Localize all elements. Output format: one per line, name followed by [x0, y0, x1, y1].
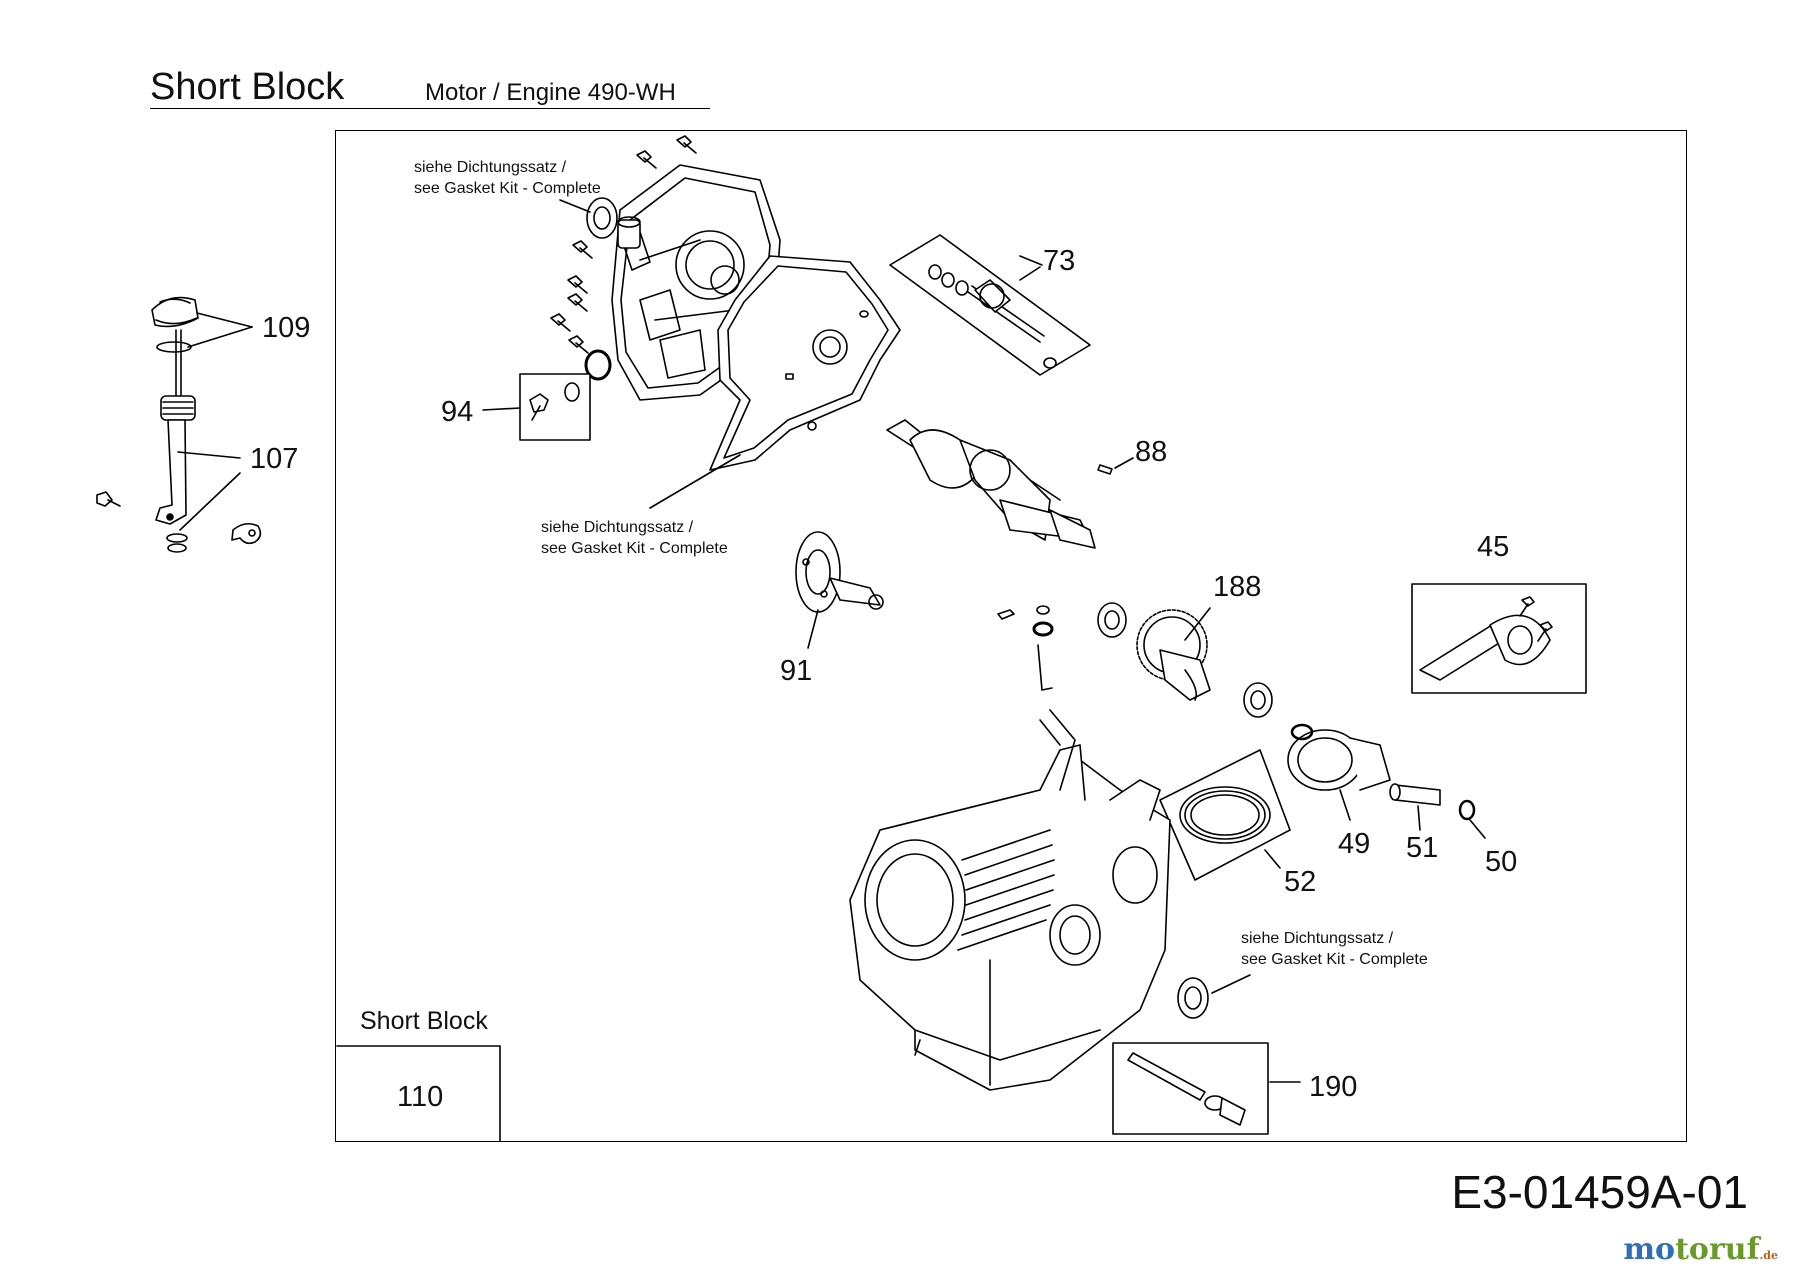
- short-block-number: 110: [397, 1081, 444, 1113]
- leader-line: [1184, 607, 1211, 641]
- governor-assembly[interactable]: [795, 531, 884, 613]
- crankcase-block[interactable]: [849, 709, 1171, 1091]
- gasket-note-line1: siehe Dichtungssatz /: [1241, 930, 1394, 947]
- woodruff-key-icon: [1097, 464, 1113, 475]
- short-block-label: Short Block: [360, 1007, 488, 1035]
- balancer-assembly[interactable]: [1097, 602, 1273, 718]
- leader-line: [1019, 266, 1041, 281]
- o-ring-icon: [584, 349, 612, 381]
- gasket-note-bottom: siehe Dichtungssatz / see Gasket Kit - C…: [1241, 928, 1428, 970]
- callout-190: 190: [1309, 1071, 1358, 1103]
- part-box-190[interactable]: [1112, 1042, 1269, 1135]
- gasket-note-line2: see Gasket Kit - Complete: [414, 180, 601, 197]
- leader-line: [1469, 819, 1486, 839]
- title-underline: [150, 108, 710, 109]
- drawing-code: E3-01459A-01: [1451, 1166, 1748, 1218]
- callout-107: 107: [250, 443, 299, 475]
- leader-line: [482, 407, 521, 411]
- leader-line: [1264, 849, 1281, 869]
- leader-line: [559, 199, 591, 213]
- engine-subtitle: Motor / Engine 490-WH: [425, 79, 676, 106]
- callout-50: 50: [1485, 846, 1518, 878]
- callout-49: 49: [1338, 828, 1371, 860]
- leader-line: [177, 451, 241, 459]
- diagram-frame: [335, 130, 1687, 1142]
- leader-line: [649, 454, 741, 509]
- watermark-logo: motoruf.de: [1623, 1232, 1778, 1267]
- leader-line: [1114, 457, 1134, 469]
- crankshaft[interactable]: [886, 419, 1096, 549]
- oil-seal-icon: [1177, 977, 1209, 1019]
- oil-seal-icon: [586, 197, 618, 239]
- callout-188: 188: [1213, 571, 1262, 603]
- gasket-note-middle: siehe Dichtungssatz / see Gasket Kit - C…: [541, 517, 728, 559]
- bolt-set: [550, 135, 697, 354]
- leader-line: [196, 312, 253, 328]
- gasket-note-top: siehe Dichtungssatz / see Gasket Kit - C…: [414, 157, 601, 199]
- watermark-part-c: .de: [1759, 1249, 1778, 1262]
- bolt-icon: [96, 491, 121, 507]
- leader-line: [1339, 789, 1351, 821]
- gasket-note-line1: siehe Dichtungssatz /: [414, 159, 567, 176]
- callout-109: 109: [262, 312, 311, 344]
- watermark-part-b: toruf: [1675, 1232, 1760, 1267]
- callout-88: 88: [1135, 436, 1168, 468]
- snap-ring-icon: [1458, 799, 1476, 821]
- snap-ring-icon: [1290, 723, 1314, 741]
- leader-line: [807, 609, 819, 649]
- gasket-note-line1: siehe Dichtungssatz /: [541, 519, 694, 536]
- page-title: Short Block: [150, 66, 345, 108]
- callout-52: 52: [1284, 866, 1317, 898]
- crankcase-gasket[interactable]: [709, 255, 901, 471]
- piston[interactable]: [1287, 729, 1391, 791]
- gasket-note-line2: see Gasket Kit - Complete: [1241, 951, 1428, 968]
- leader-line: [1417, 805, 1421, 831]
- piston-rings-set[interactable]: [1159, 749, 1291, 881]
- leader-line: [187, 326, 253, 348]
- clamp-icon: [231, 522, 262, 545]
- callout-73: 73: [1043, 245, 1076, 277]
- part-box-73[interactable]: [889, 234, 1091, 376]
- callout-45: 45: [1477, 531, 1510, 563]
- dipstick-assembly[interactable]: [151, 296, 199, 553]
- part-box-94[interactable]: [519, 373, 591, 441]
- callout-51: 51: [1406, 832, 1439, 864]
- callout-94: 94: [441, 396, 474, 428]
- piston-pin[interactable]: [1389, 783, 1441, 806]
- gasket-note-line2: see Gasket Kit - Complete: [541, 540, 728, 557]
- watermark-part-a: mo: [1623, 1232, 1676, 1267]
- short-block-reference-box: [336, 1045, 501, 1142]
- leader-line: [179, 472, 241, 531]
- leader-line: [1211, 974, 1251, 994]
- part-box-45[interactable]: [1411, 583, 1587, 694]
- callout-91: 91: [780, 655, 813, 687]
- governor-arm-parts: [997, 605, 1054, 691]
